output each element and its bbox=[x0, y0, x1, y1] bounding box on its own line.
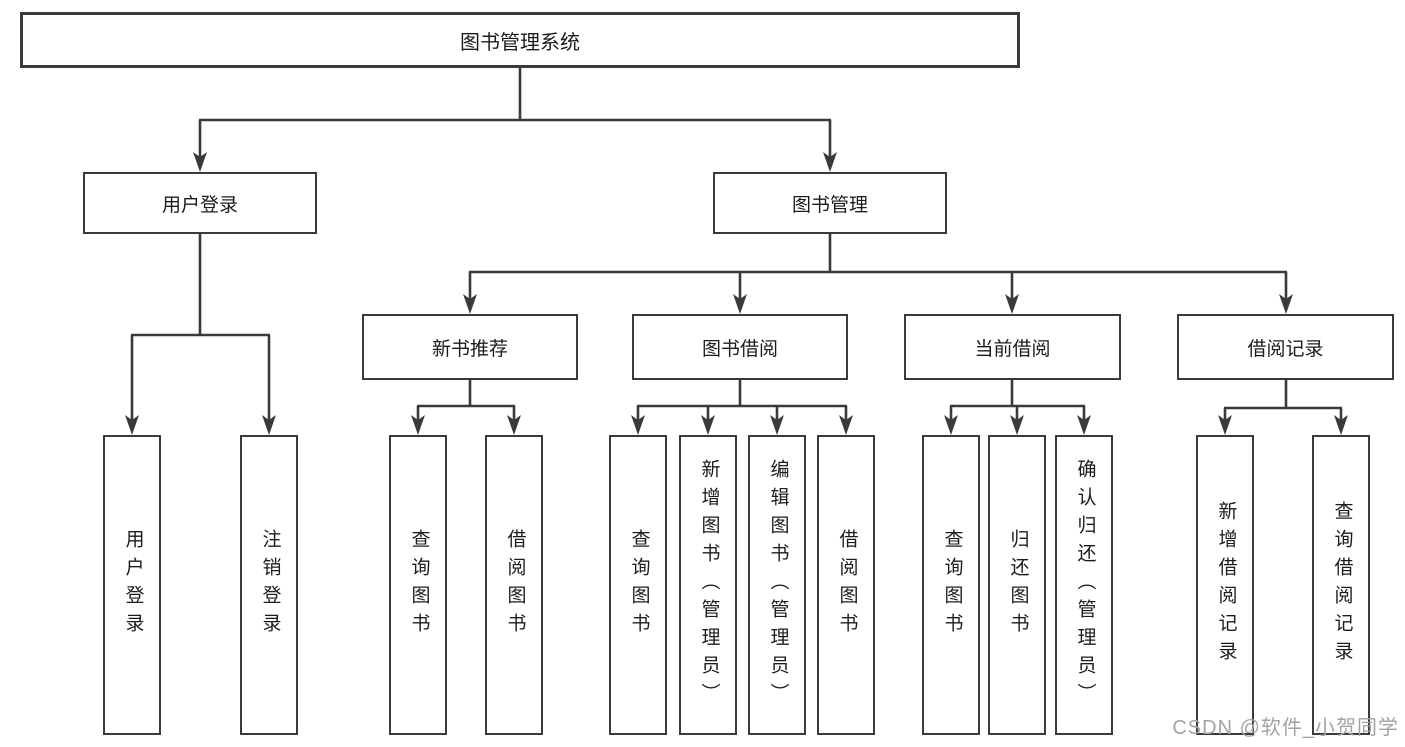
node-user-login: 用户登录 bbox=[83, 172, 317, 234]
leaf-recommend-query-book-label: 查询图书 bbox=[408, 529, 430, 641]
node-new-book-recommend: 新书推荐 bbox=[362, 314, 578, 380]
leaf-borrow-borrow-book: 借阅图书 bbox=[817, 435, 875, 735]
node-library-management-system-label: 图书管理系统 bbox=[460, 31, 580, 54]
leaf-recommend-query-book: 查询图书 bbox=[389, 435, 447, 735]
leaf-borrow-add-book-admin-label: 新增图书（管理员） bbox=[698, 459, 720, 711]
leaf-borrow-borrow-book-label: 借阅图书 bbox=[836, 529, 858, 641]
node-current-borrow-label: 当前借阅 bbox=[974, 338, 1051, 360]
leaf-current-confirm-return-admin-label: 确认归还（管理员） bbox=[1074, 459, 1096, 711]
leaf-borrow-query-book-label: 查询图书 bbox=[628, 529, 650, 641]
leaf-borrow-edit-book-admin-label: 编辑图书（管理员） bbox=[767, 459, 789, 711]
leaf-current-query-book: 查询图书 bbox=[922, 435, 980, 735]
leaf-records-query-record-label: 查询借阅记录 bbox=[1331, 501, 1353, 669]
leaf-logout-label: 注销登录 bbox=[259, 529, 281, 641]
leaf-current-query-book-label: 查询图书 bbox=[941, 529, 963, 641]
node-borrow-records-label: 借阅记录 bbox=[1247, 338, 1324, 360]
leaf-recommend-borrow-book: 借阅图书 bbox=[485, 435, 543, 735]
leaf-records-query-record: 查询借阅记录 bbox=[1312, 435, 1370, 735]
leaf-borrow-add-book-admin: 新增图书（管理员） bbox=[679, 435, 737, 735]
leaf-current-return-book-label: 归还图书 bbox=[1007, 529, 1029, 641]
node-new-book-recommend-label: 新书推荐 bbox=[431, 338, 508, 360]
leaf-recommend-borrow-book-label: 借阅图书 bbox=[504, 529, 526, 641]
node-book-management: 图书管理 bbox=[713, 172, 947, 234]
node-book-borrow: 图书借阅 bbox=[632, 314, 848, 380]
leaf-current-return-book: 归还图书 bbox=[988, 435, 1046, 735]
leaf-user-login: 用户登录 bbox=[103, 435, 161, 735]
node-library-management-system: 图书管理系统 bbox=[20, 12, 1020, 68]
node-borrow-records: 借阅记录 bbox=[1177, 314, 1394, 380]
leaf-current-confirm-return-admin: 确认归还（管理员） bbox=[1055, 435, 1113, 735]
leaf-logout: 注销登录 bbox=[240, 435, 298, 735]
leaf-borrow-query-book: 查询图书 bbox=[609, 435, 667, 735]
leaf-borrow-edit-book-admin: 编辑图书（管理员） bbox=[748, 435, 806, 735]
node-user-login-label: 用户登录 bbox=[161, 194, 238, 216]
leaf-user-login-label: 用户登录 bbox=[122, 529, 144, 641]
node-current-borrow: 当前借阅 bbox=[904, 314, 1121, 380]
csdn-watermark: CSDN @软件_小贺同学 bbox=[1172, 717, 1399, 739]
leaf-records-add-record: 新增借阅记录 bbox=[1196, 435, 1254, 735]
node-book-management-label: 图书管理 bbox=[791, 194, 868, 216]
leaf-records-add-record-label: 新增借阅记录 bbox=[1215, 501, 1237, 669]
node-book-borrow-label: 图书借阅 bbox=[701, 338, 778, 360]
